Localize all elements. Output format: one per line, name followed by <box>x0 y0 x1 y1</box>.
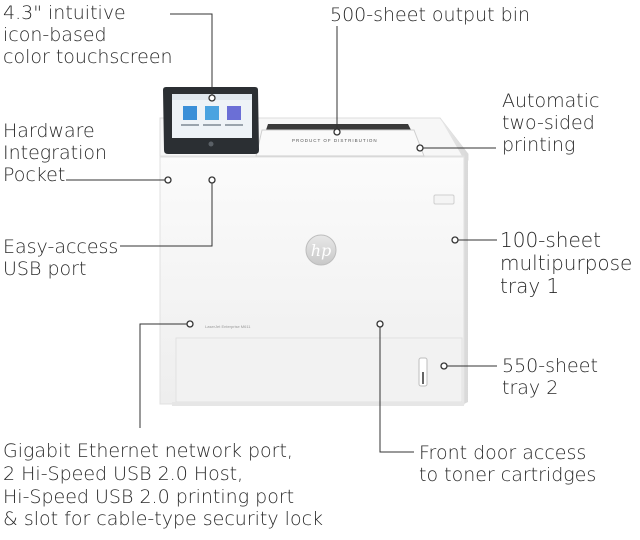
ports-label: Gigabit Ethernet network port, 2 Hi-Spee… <box>3 440 324 531</box>
screen-icon-copy[interactable] <box>183 106 197 120</box>
tray-2-label: 550-sheet tray 2 <box>502 355 598 400</box>
tray-1-label: 100-sheet multipurpose tray 1 <box>500 228 633 299</box>
integration-pocket[interactable] <box>433 194 455 205</box>
usb-port-label: Easy-access USB port <box>3 236 119 281</box>
hp-logo: hp <box>305 234 337 266</box>
svg-text:hp: hp <box>311 241 332 260</box>
integration-pocket-label: Hardware Integration Pocket <box>3 120 108 187</box>
output-bin-label: 500-sheet output bin <box>330 4 531 26</box>
model-label: LaserJet Enterprise M611 <box>205 324 251 329</box>
svg-text:PRODUCT OF DISTRIBUTION: PRODUCT OF DISTRIBUTION <box>292 138 378 143</box>
front-door-label: Front door access to toner cartridges <box>419 442 597 487</box>
touchscreen-label: 4.3" intuitive icon-based color touchscr… <box>3 2 173 69</box>
printer-body <box>159 117 469 406</box>
home-button[interactable] <box>208 141 214 147</box>
callout-dots <box>164 94 459 370</box>
two-sided-label: Automatic two-sided printing <box>502 90 600 157</box>
output-bin: PRODUCT OF DISTRIBUTION <box>255 124 425 157</box>
callout-lines <box>66 13 497 453</box>
screen-icon-settings[interactable] <box>227 106 241 120</box>
screen-icon-scan[interactable] <box>205 106 219 120</box>
